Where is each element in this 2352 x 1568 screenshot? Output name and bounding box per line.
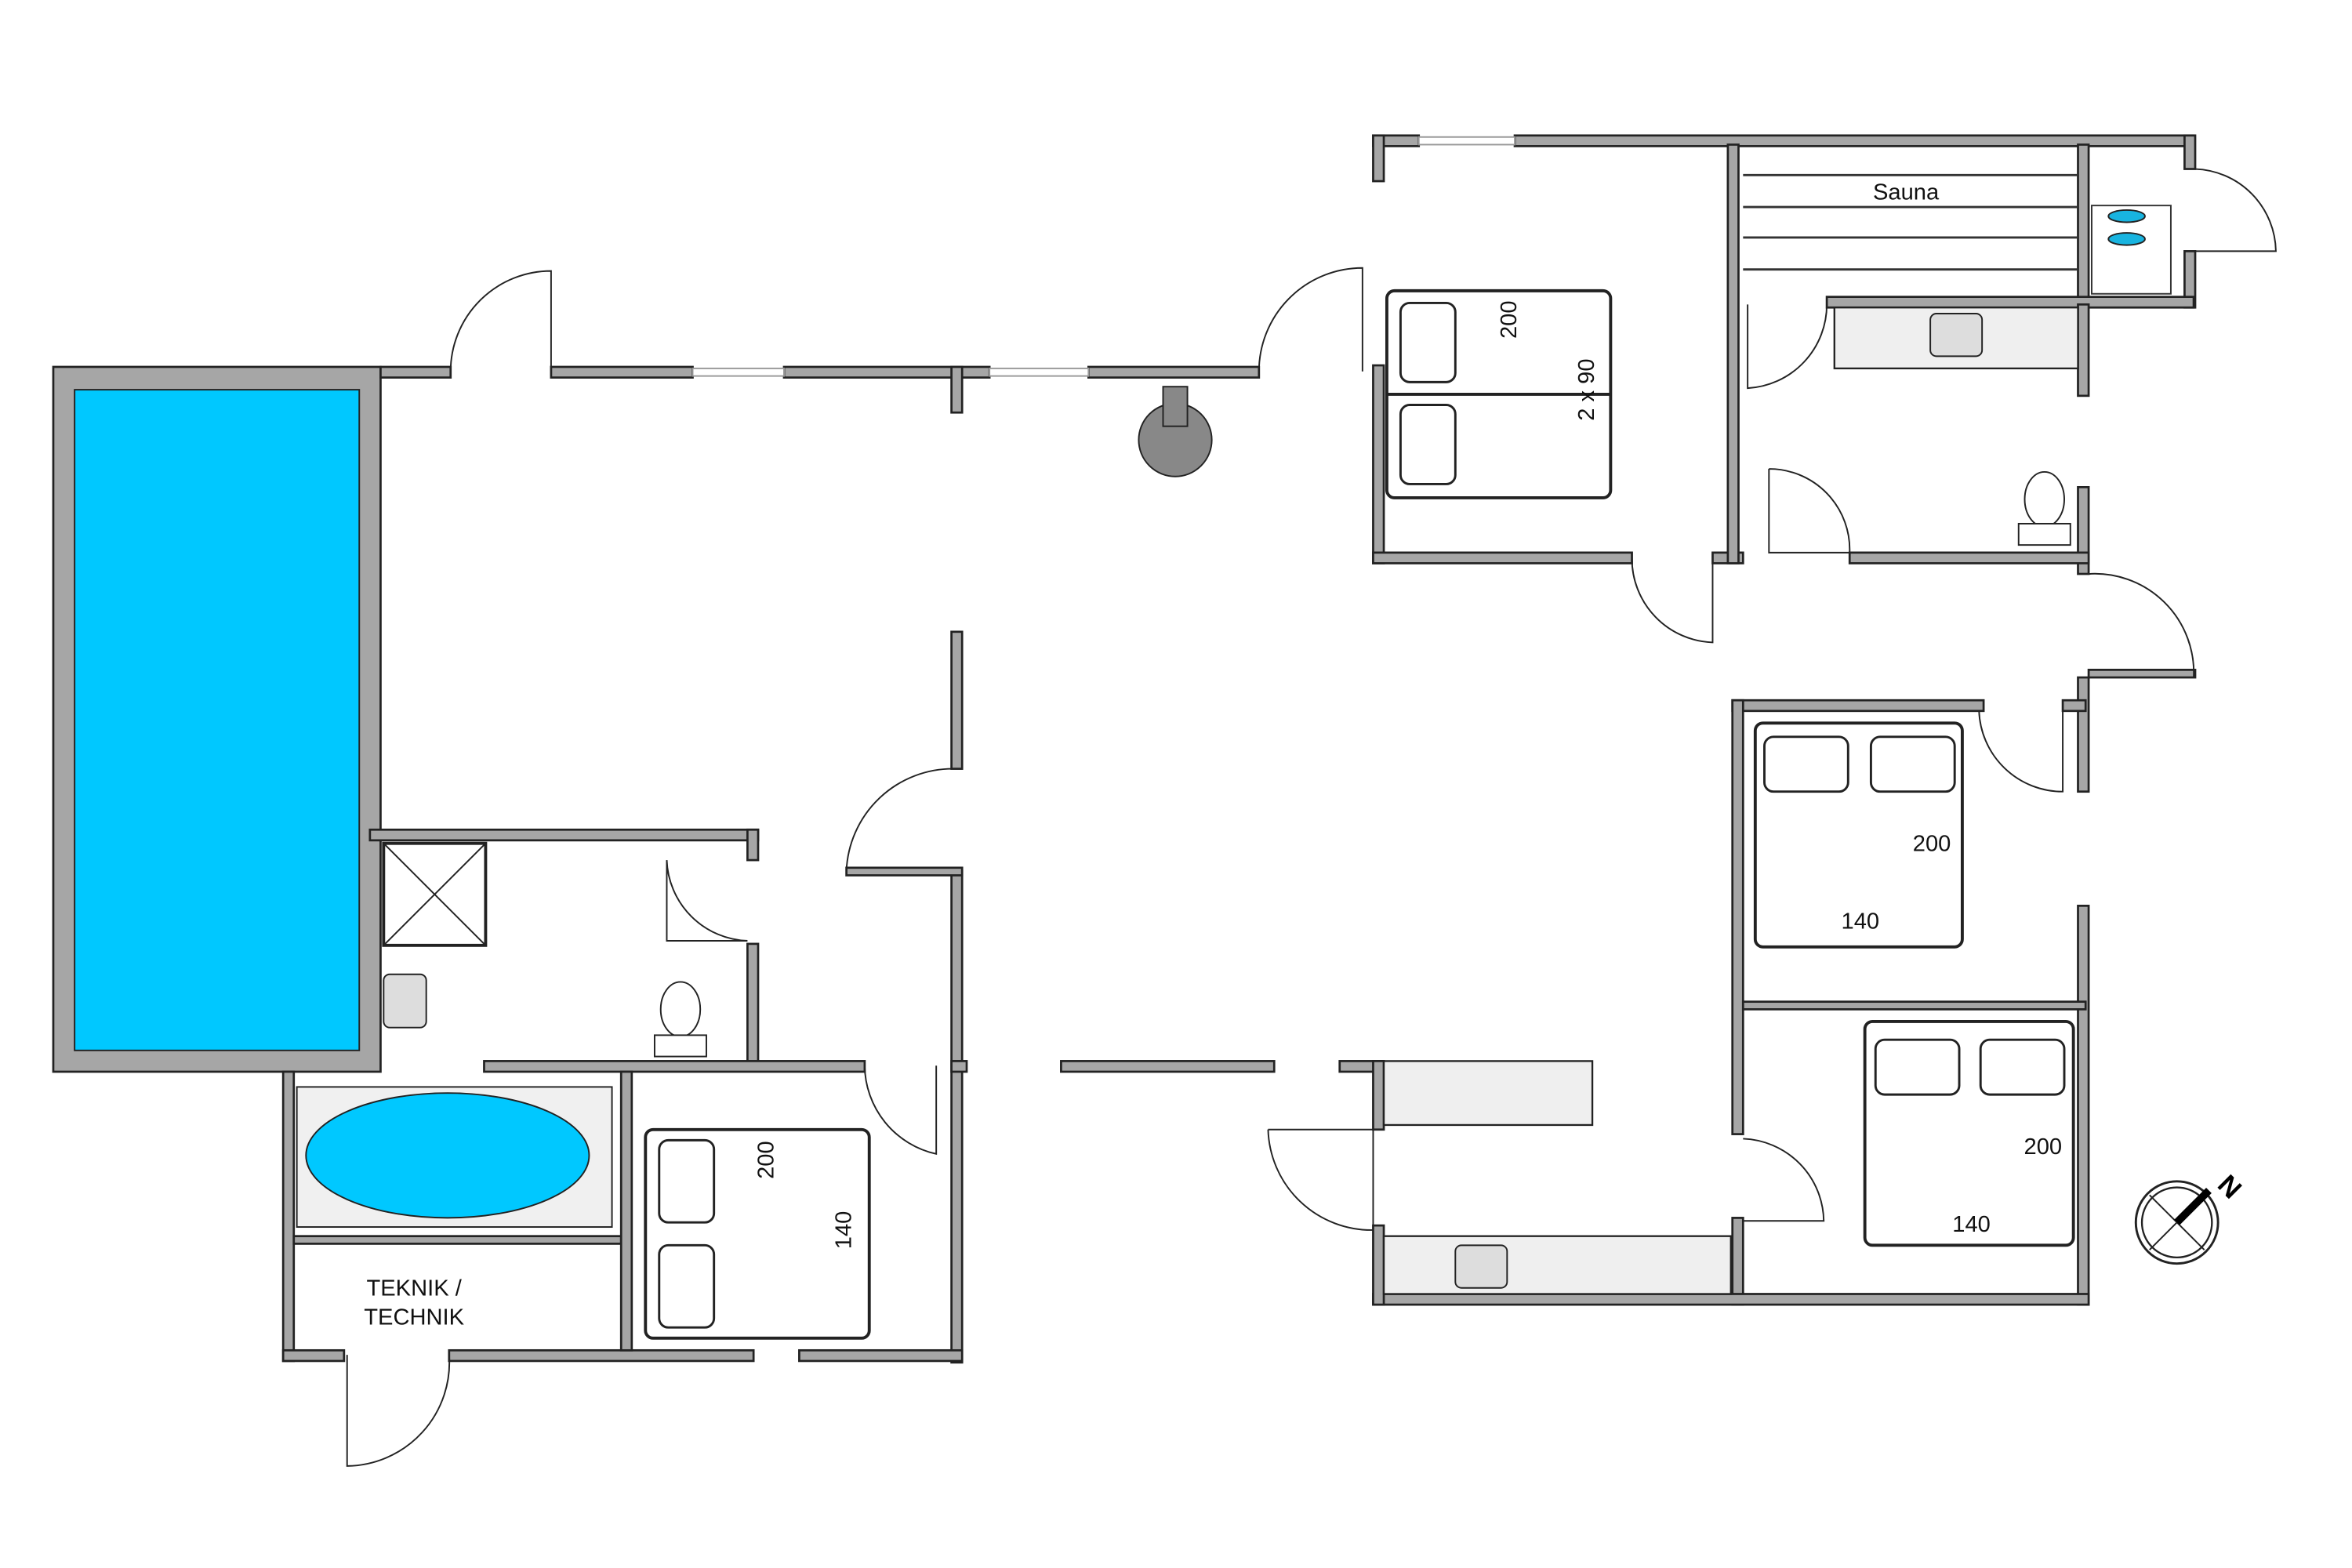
doors	[346, 168, 2277, 1467]
bed-1: 200 2 x 90	[1385, 289, 1613, 499]
bed-width-label: 140	[831, 1211, 856, 1250]
room-label-technik-1: TEKNIK /	[366, 1276, 462, 1301]
kitchen-counter	[1382, 1060, 1594, 1127]
sink-icon	[383, 973, 427, 1029]
compass-icon: N	[2134, 1169, 2247, 1265]
shower-icon	[382, 841, 488, 947]
bed-width-label: 140	[1842, 909, 1880, 934]
bed-length-label: 200	[2024, 1134, 2063, 1160]
sauna-benches	[1743, 173, 2078, 271]
bed-width-label: 2 x 90	[1574, 358, 1599, 420]
bathtub-icon	[296, 1086, 613, 1229]
room-label-technik-2: TECHNIK	[364, 1305, 464, 1330]
sink-icon	[1929, 313, 1984, 358]
bed-3: 200 140	[1863, 1019, 2075, 1247]
bed-4: 200 140	[644, 1127, 871, 1340]
bed-width-label: 140	[1952, 1212, 1991, 1237]
toilet-icon	[653, 981, 707, 1058]
pool	[52, 365, 382, 1073]
bed-length-label: 200	[1497, 300, 1522, 339]
walls	[281, 134, 2197, 1364]
bed-2: 200 140	[1753, 721, 1964, 949]
room-label-sauna: Sauna	[1873, 180, 1940, 205]
kitchen-counter-bottom	[1382, 1235, 1732, 1295]
compass-north-label: N	[2212, 1169, 2247, 1204]
fireplace-icon	[1138, 386, 1213, 477]
sink-icon	[1454, 1244, 1508, 1289]
sauna-stove-icon	[2090, 205, 2172, 295]
bed-length-label: 200	[753, 1141, 779, 1179]
bed-length-label: 200	[1913, 831, 1951, 856]
toilet-icon	[2017, 470, 2071, 546]
